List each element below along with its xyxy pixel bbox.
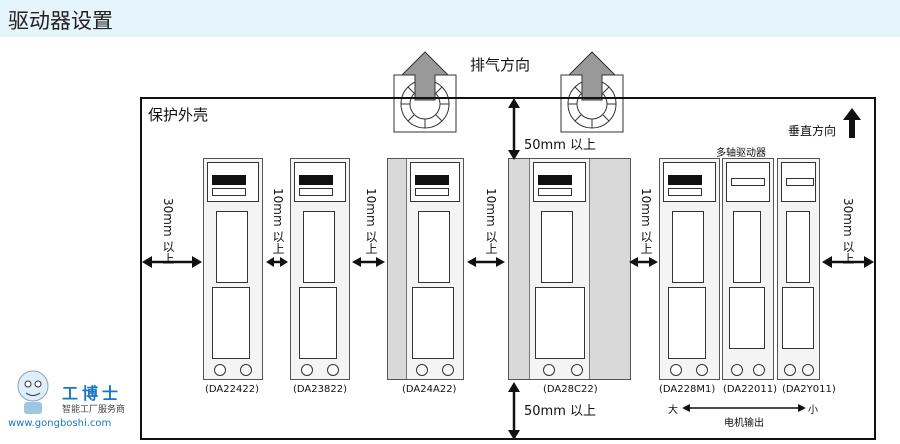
gap-clearance: 10mm 以上 bbox=[484, 188, 498, 255]
motor-output-label: 电机输出 bbox=[724, 418, 764, 429]
gap-clearance: 10mm 以上 bbox=[639, 188, 653, 255]
fan-left-icon bbox=[393, 51, 457, 133]
up-arrow-icon bbox=[843, 108, 861, 138]
model-label: (DA28C22) bbox=[543, 384, 598, 395]
watermark-sub: 智能工厂服务商 bbox=[62, 405, 126, 415]
drive-da23822 bbox=[290, 158, 350, 380]
watermark-name: 工博士 bbox=[62, 384, 123, 403]
enclosure-label: 保护外壳 bbox=[148, 106, 209, 124]
mascot-icon bbox=[17, 370, 49, 414]
bottom-clearance: 50mm 以上 bbox=[524, 404, 597, 419]
model-label: (DA22422) bbox=[205, 384, 259, 395]
title-bar: 驱动器设置 bbox=[0, 0, 900, 37]
protective-enclosure bbox=[140, 97, 876, 440]
small-label: 小 bbox=[808, 405, 818, 416]
drive-da22011 bbox=[722, 158, 774, 380]
page-title: 驱动器设置 bbox=[8, 9, 113, 33]
model-label: (DA2Y011) bbox=[782, 384, 836, 395]
drive-da228m1 bbox=[659, 158, 720, 380]
gap-clearance: 10mm 以上 bbox=[271, 188, 285, 255]
top-clearance: 50mm 以上 bbox=[524, 138, 597, 153]
gap-clearance: 10mm 以上 bbox=[364, 188, 378, 255]
model-label: (DA22011) bbox=[723, 384, 777, 395]
exhaust-label: 排气方向 bbox=[470, 56, 531, 74]
drive-da24a22 bbox=[387, 158, 464, 380]
model-label: (DA228M1) bbox=[659, 384, 716, 395]
left-clearance: 30mm 以上 bbox=[161, 198, 175, 265]
drive-da2y011 bbox=[777, 158, 820, 380]
model-label: (DA23822) bbox=[293, 384, 347, 395]
drive-da22422 bbox=[203, 158, 263, 380]
big-label: 大 bbox=[668, 405, 678, 416]
vertical-label: 垂直方向 bbox=[788, 124, 837, 138]
model-label: (DA24A22) bbox=[402, 384, 457, 395]
multi-axis-label: 多轴驱动器 bbox=[716, 148, 766, 159]
watermark-url: www.gongboshi.com bbox=[8, 418, 112, 429]
drive-da28c22 bbox=[508, 158, 631, 380]
fan-right-icon bbox=[560, 51, 624, 133]
right-clearance: 30mm 以上 bbox=[841, 198, 855, 265]
